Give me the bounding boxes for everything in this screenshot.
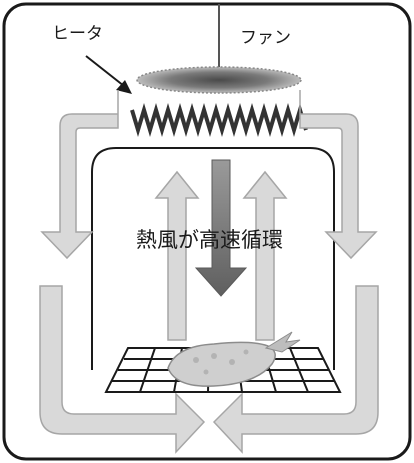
basket-outline: [91, 147, 335, 370]
heater-pointer-head: [116, 80, 132, 94]
fried-shrimp: [167, 331, 301, 387]
inner-up-arrow-left: [154, 170, 200, 341]
inner-up-arrow-right: [242, 170, 288, 341]
heater-pointer: [85, 55, 125, 87]
heater-coil: [130, 103, 308, 137]
left-down-arrow: [40, 90, 119, 260]
center-down-arrow: [194, 159, 248, 297]
bottom-left-arrow: [39, 285, 206, 454]
bottom-right-arrow: [212, 285, 379, 454]
heater-label: ヒータ: [52, 24, 103, 44]
fan-label: ファン: [240, 28, 291, 48]
fan-blur: [137, 67, 301, 93]
hot-air-circulation-label: 熱風が高速循環: [136, 228, 283, 252]
right-down-arrow: [299, 90, 378, 260]
fan-blur-edge: [136, 66, 302, 94]
